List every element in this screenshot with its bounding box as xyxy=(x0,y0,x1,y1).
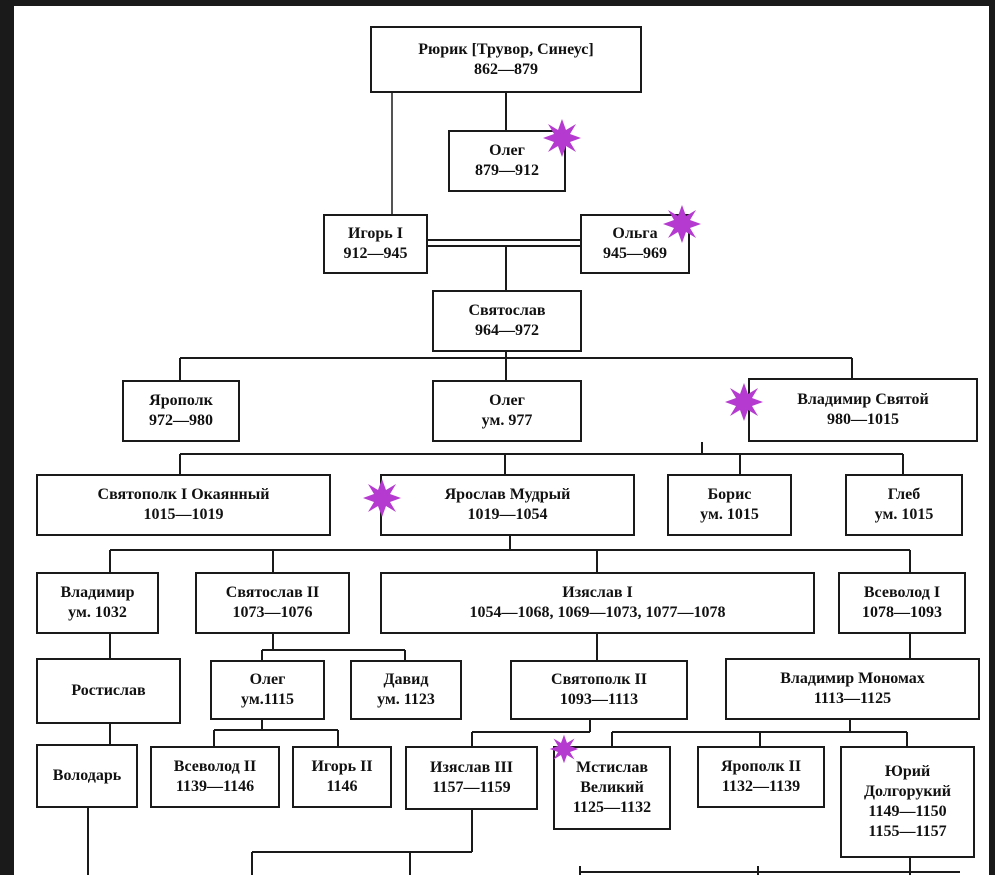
photo-border-left xyxy=(0,0,14,875)
node-yuri-dolgoruky: Юрий Долгорукий 1149—1150 1155—1157 xyxy=(840,746,975,858)
node-svyatoslav: Святослав 964—972 xyxy=(432,290,582,352)
node-name: Олег xyxy=(489,392,525,409)
starburst-icon xyxy=(363,479,401,517)
node-name: Изяслав I xyxy=(562,584,633,601)
node-david: Давид ум. 1123 xyxy=(350,660,462,720)
photo-border-top xyxy=(0,0,995,6)
node-svyatopolk-1: Святополк I Окаянный 1015—1019 xyxy=(36,474,331,536)
node-years: 1073—1076 xyxy=(232,604,313,621)
node-volodar: Володарь xyxy=(36,744,138,808)
node-vladimir-monomakh: Владимир Мономах 1113—1125 xyxy=(725,658,980,720)
node-rostislav: Ростислав xyxy=(36,658,181,724)
node-years: 1132—1139 xyxy=(721,778,801,795)
node-years: ум. 1123 xyxy=(377,691,435,708)
node-boris: Борис ум. 1015 xyxy=(667,474,792,536)
node-name: Владимир xyxy=(60,584,135,601)
node-izyaslav-3: Изяслав III 1157—1159 xyxy=(405,746,538,810)
node-svyatopolk-2: Святополк II 1093—1113 xyxy=(510,660,688,720)
node-rurik: Рюрик [Трувор, Синеус] 862—879 xyxy=(370,26,642,93)
node-name: Мстислав xyxy=(576,759,648,776)
node-years: ум. 1015 xyxy=(700,506,759,523)
node-years: 1149—1150 xyxy=(868,803,947,820)
node-years: 1093—1113 xyxy=(559,691,639,708)
node-years: 972—980 xyxy=(149,412,213,429)
starburst-icon xyxy=(549,734,579,764)
node-name: Глеб xyxy=(887,486,921,503)
node-igor-1: Игорь I 912—945 xyxy=(323,214,428,274)
node-yaroslav-mudry: Ярослав Мудрый 1019—1054 xyxy=(380,474,635,536)
node-name: Ольга xyxy=(612,225,658,242)
node-name: Володарь xyxy=(52,767,122,784)
node-name: Всеволод II xyxy=(173,758,257,775)
node-years: 1113—1125 xyxy=(813,690,892,707)
starburst-icon xyxy=(543,119,581,157)
node-yaropolk-1: Ярополк 972—980 xyxy=(122,380,240,442)
node-name: Олег xyxy=(249,671,286,688)
node-name: Борис xyxy=(707,486,752,503)
node-years: ум. 1032 xyxy=(68,604,127,621)
node-years: 1078—1093 xyxy=(862,604,942,621)
node-name: Всеволод I xyxy=(863,584,941,601)
node-gleb: Глеб ум. 1015 xyxy=(845,474,963,536)
node-years: 912—945 xyxy=(343,245,408,262)
node-years: 1125—1132 xyxy=(572,799,652,816)
node-name: Игорь II xyxy=(311,758,373,775)
node-name: Ярослав Мудрый xyxy=(444,486,571,503)
node-oleg-drevlyansky: Олег ум. 977 xyxy=(432,380,582,442)
node-name-line-2: Великий xyxy=(580,779,644,796)
node-olga: Ольга 945—969 xyxy=(580,214,690,274)
starburst-icon xyxy=(725,383,763,421)
node-name: Святополк II xyxy=(551,671,647,688)
node-years: 862—879 xyxy=(474,60,538,78)
node-years: 1015—1019 xyxy=(143,506,224,523)
node-years: ум. 977 xyxy=(481,412,533,429)
node-name: Ярополк II xyxy=(720,758,802,775)
starburst-icon xyxy=(663,205,701,243)
node-years: 945—969 xyxy=(603,245,667,262)
node-years: 980—1015 xyxy=(827,411,899,428)
node-oleg-svyatoslavich: Олег ум.1115 xyxy=(210,660,325,720)
node-igor-2: Игорь II 1146 xyxy=(292,746,392,808)
node-name: Давид xyxy=(383,671,429,688)
node-vladimir-svyatoy: Владимир Святой 980—1015 xyxy=(748,378,978,442)
node-name: Владимир Мономах xyxy=(780,670,925,687)
node-vsevolod-2: Всеволод II 1139—1146 xyxy=(150,746,280,808)
node-years: 964—972 xyxy=(475,322,539,339)
node-mstislav-veliky: Мстислав Великий 1125—1132 xyxy=(553,746,671,830)
node-years-2: 1155—1157 xyxy=(868,823,947,840)
node-years: 1146 xyxy=(326,778,358,795)
node-svyatoslav-2: Святослав II 1073—1076 xyxy=(195,572,350,634)
node-vladimir-yaroslavich: Владимир ум. 1032 xyxy=(36,572,159,634)
node-name: Игорь I xyxy=(348,225,403,242)
node-name: Святослав II xyxy=(225,584,320,601)
node-name: Юрий xyxy=(884,763,931,780)
node-name: Святослав xyxy=(468,302,546,319)
node-years: 1157—1159 xyxy=(432,779,511,796)
node-years: 1139—1146 xyxy=(175,778,255,795)
node-izyaslav-1: Изяслав I 1054—1068, 1069—1073, 1077—107… xyxy=(380,572,815,634)
node-name: Святополк I Окаянный xyxy=(97,486,270,503)
node-name: Олег xyxy=(489,142,525,159)
node-name: Рюрик [Трувор, Синеус] xyxy=(418,40,594,58)
node-years: 879—912 xyxy=(475,162,539,179)
node-name: Ярополк xyxy=(149,392,213,409)
node-name: Ростислав xyxy=(71,682,146,699)
photo-border-right xyxy=(989,0,995,875)
node-name-line-2: Долгорукий xyxy=(864,783,951,800)
node-years: 1019—1054 xyxy=(467,506,548,523)
node-oleg-prophetic: Олег 879—912 xyxy=(448,130,566,192)
node-vsevolod-1: Всеволод I 1078—1093 xyxy=(838,572,966,634)
node-name: Изяслав III xyxy=(430,759,513,776)
node-years: 1054—1068, 1069—1073, 1077—1078 xyxy=(469,604,726,621)
node-years: ум. 1015 xyxy=(874,506,934,523)
node-name: Владимир Святой xyxy=(797,391,929,408)
node-yaropolk-2: Ярополк II 1132—1139 xyxy=(697,746,825,808)
node-years: ум.1115 xyxy=(241,691,294,708)
